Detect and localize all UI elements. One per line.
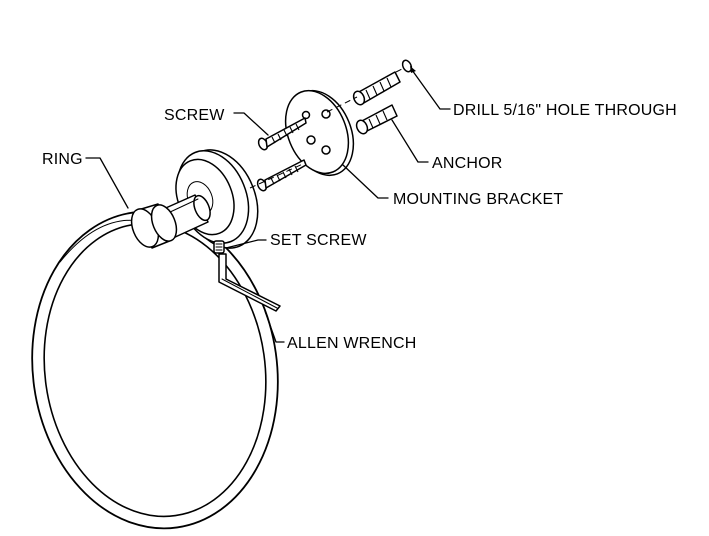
ring-label: RING — [42, 151, 83, 168]
allen-wrench-part — [218, 253, 281, 312]
ring-collar-part — [130, 203, 178, 249]
mounting-bracket-part — [284, 89, 355, 177]
lower-anchor-part — [355, 104, 398, 135]
leader-lines — [85, 66, 451, 343]
drill-label: DRILL 5/16" HOLE THROUGH — [453, 102, 677, 119]
set-screw-label: SET SCREW — [270, 232, 367, 249]
anchor-label: ANCHOR — [432, 155, 503, 172]
set-screw-part — [213, 240, 225, 254]
drill-hole-part — [395, 59, 413, 73]
upper-anchor-part — [326, 71, 401, 113]
allen-wrench-label: ALLEN WRENCH — [287, 335, 417, 352]
lower-screw-part — [256, 159, 307, 192]
mounting-bracket-label: MOUNTING BRACKET — [393, 191, 563, 208]
screw-label: SCREW — [164, 107, 225, 124]
upper-screw-part — [257, 117, 307, 151]
